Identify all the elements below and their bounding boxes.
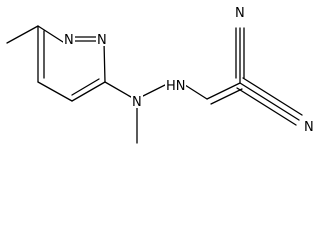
ring-bond-c3-c4-inner — [71, 78, 100, 96]
alkene-bond-inner — [210, 88, 243, 105]
label-bg-n1 — [63, 32, 75, 46]
label-bg-n2 — [96, 32, 108, 46]
label-bg-cn-top — [234, 5, 246, 19]
nitrile-bottom-bond-3 — [236, 87, 297, 126]
label-bg-cn-bottom — [303, 119, 315, 133]
nitrile-top-nitrogen-label: N — [235, 6, 245, 21]
nitrile-bottom-nitrogen-label: N — [304, 120, 314, 135]
n-methyl-label: N — [132, 95, 142, 110]
ring-bond-c3-c4 — [71, 81, 106, 102]
bond-n-methyl-to-nh — [142, 84, 166, 97]
chemical-structure: N N HN N N N — [6, 5, 315, 144]
label-bg-hn — [165, 78, 186, 92]
methyl-bond-ring — [6, 25, 39, 44]
bond-nh-to-ch — [184, 84, 208, 100]
alkene-bond — [206, 82, 241, 100]
ring-bond-c6-n1 — [37, 25, 64, 43]
ring-nitrogen-2-label: N — [97, 33, 107, 48]
ring-bond-c4-c5 — [37, 81, 73, 102]
nitrile-bottom-bond-1 — [239, 82, 300, 121]
ring-nitrogen-1-label: N — [64, 33, 74, 48]
bond-ring-to-n-methyl — [104, 81, 132, 98]
ring-bond-n2-c3 — [103, 41, 106, 83]
label-bg-n-methyl — [131, 94, 143, 108]
nitrile-bottom-bond-2 — [242, 77, 303, 116]
hn-label: HN — [166, 79, 186, 94]
